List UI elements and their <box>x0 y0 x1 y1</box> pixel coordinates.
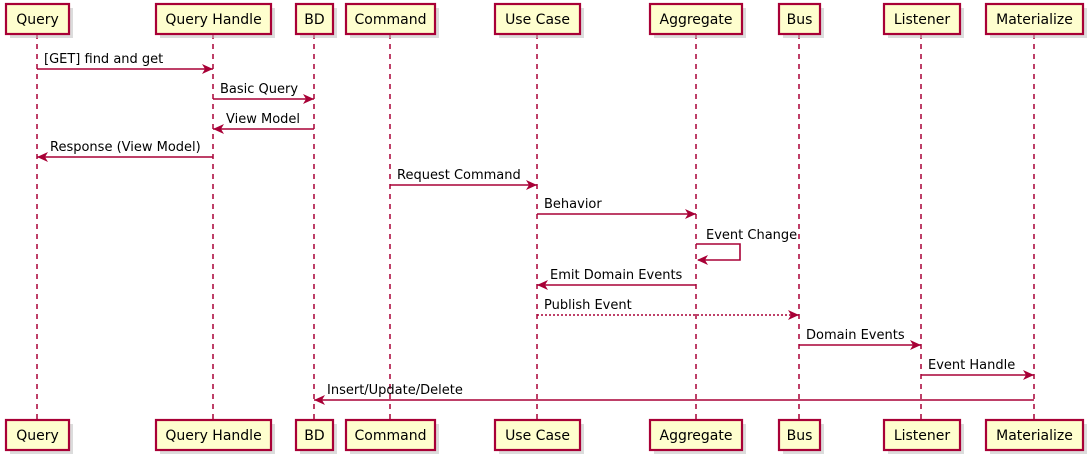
participant-bottom-command[interactable]: Command <box>344 418 439 454</box>
message-line <box>696 243 741 261</box>
participant-top-materialize[interactable]: Materialize <box>984 2 1087 38</box>
message-label: Basic Query <box>220 82 298 97</box>
participant-top-queryhandle[interactable]: Query Handle <box>154 2 275 38</box>
participant-box <box>648 2 744 36</box>
participant-label: Query Handle <box>165 12 261 28</box>
message-m12[interactable]: Insert/Update/Delete <box>314 383 1034 405</box>
participant-box <box>4 418 71 452</box>
participant-label: Listener <box>894 428 951 444</box>
participant-bottom-query[interactable]: Query <box>4 418 73 454</box>
participant-top-query[interactable]: Query <box>4 2 73 38</box>
message-label: Behavior <box>544 197 602 212</box>
arrowhead-icon <box>685 209 696 219</box>
message-label: [GET] find and get <box>44 52 163 67</box>
message-label: Domain Events <box>806 328 905 343</box>
participant-box <box>777 418 822 452</box>
message-m1[interactable]: [GET] find and get <box>37 52 213 74</box>
participant-label: Materialize <box>996 428 1073 444</box>
arrowhead-icon <box>37 152 48 162</box>
message-m2[interactable]: Basic Query <box>213 82 314 104</box>
participant-box <box>882 418 962 452</box>
participant-top-listener[interactable]: Listener <box>882 2 964 38</box>
message-label: Request Command <box>397 168 521 183</box>
arrowhead-icon <box>213 124 224 134</box>
participant-label: Query Handle <box>165 428 261 444</box>
participant-box <box>882 2 962 36</box>
participant-label: Aggregate <box>660 12 733 28</box>
participant-box <box>493 2 582 36</box>
arrowhead-icon <box>788 310 799 320</box>
message-m11[interactable]: Event Handle <box>921 358 1034 380</box>
participant-label: Aggregate <box>660 428 733 444</box>
participant-label: Bus <box>787 12 813 28</box>
message-label: Event Change <box>706 228 797 243</box>
participant-box <box>294 2 335 36</box>
participant-label: Listener <box>894 12 951 28</box>
participant-box <box>294 418 335 452</box>
participant-top-aggregate[interactable]: Aggregate <box>648 2 746 38</box>
message-label: Insert/Update/Delete <box>327 383 463 398</box>
participant-bottom-bd[interactable]: BD <box>294 418 337 454</box>
participant-bottom-aggregate[interactable]: Aggregate <box>648 418 746 454</box>
participant-top-bus[interactable]: Bus <box>777 2 824 38</box>
message-m9[interactable]: Publish Event <box>537 298 799 320</box>
participant-top-bd[interactable]: BD <box>294 2 337 38</box>
participant-bottom-queryhandle[interactable]: Query Handle <box>154 418 275 454</box>
participant-label: Command <box>355 428 427 444</box>
participant-bottom-bus[interactable]: Bus <box>777 418 824 454</box>
message-label: View Model <box>226 112 300 127</box>
participant-label: Query <box>16 12 59 28</box>
arrowhead-icon <box>303 94 314 104</box>
participant-bottom-listener[interactable]: Listener <box>882 418 964 454</box>
participant-label: BD <box>304 428 324 444</box>
participant-top-command[interactable]: Command <box>344 2 439 38</box>
message-m3[interactable]: View Model <box>213 112 314 134</box>
participant-top-usecase[interactable]: Use Case <box>493 2 584 38</box>
participant-label: BD <box>304 12 324 28</box>
participant-box <box>777 2 822 36</box>
message-label: Publish Event <box>544 298 632 313</box>
participant-box <box>154 418 273 452</box>
message-m4[interactable]: Response (View Model) <box>37 140 213 162</box>
participant-box <box>154 2 273 36</box>
participant-label: Use Case <box>505 428 570 444</box>
participant-box <box>344 418 437 452</box>
arrowhead-icon <box>537 280 548 290</box>
participant-box <box>4 2 71 36</box>
participant-label: Bus <box>787 428 813 444</box>
message-label: Emit Domain Events <box>550 268 683 283</box>
arrowhead-icon <box>202 64 213 74</box>
participant-label: Command <box>355 12 427 28</box>
participant-box <box>984 418 1085 452</box>
message-m5[interactable]: Request Command <box>390 168 537 190</box>
participant-box <box>493 418 582 452</box>
message-m8[interactable]: Emit Domain Events <box>537 268 696 290</box>
arrowhead-icon <box>910 340 921 350</box>
participant-box <box>984 2 1085 36</box>
message-m7[interactable]: Event Change <box>696 228 797 265</box>
participant-bottom-materialize[interactable]: Materialize <box>984 418 1087 454</box>
arrowhead-icon <box>526 180 537 190</box>
participant-label: Query <box>16 428 59 444</box>
arrowhead-icon <box>314 395 325 405</box>
participant-label: Materialize <box>996 12 1073 28</box>
message-m6[interactable]: Behavior <box>537 197 696 219</box>
participant-label: Use Case <box>505 12 570 28</box>
participant-bottom-usecase[interactable]: Use Case <box>493 418 584 454</box>
message-m10[interactable]: Domain Events <box>799 328 921 350</box>
participant-box <box>344 2 437 36</box>
participant-box <box>648 418 744 452</box>
arrowhead-icon <box>1023 370 1034 380</box>
message-label: Response (View Model) <box>50 140 201 155</box>
message-label: Event Handle <box>928 358 1015 373</box>
arrowhead-icon <box>697 255 708 265</box>
